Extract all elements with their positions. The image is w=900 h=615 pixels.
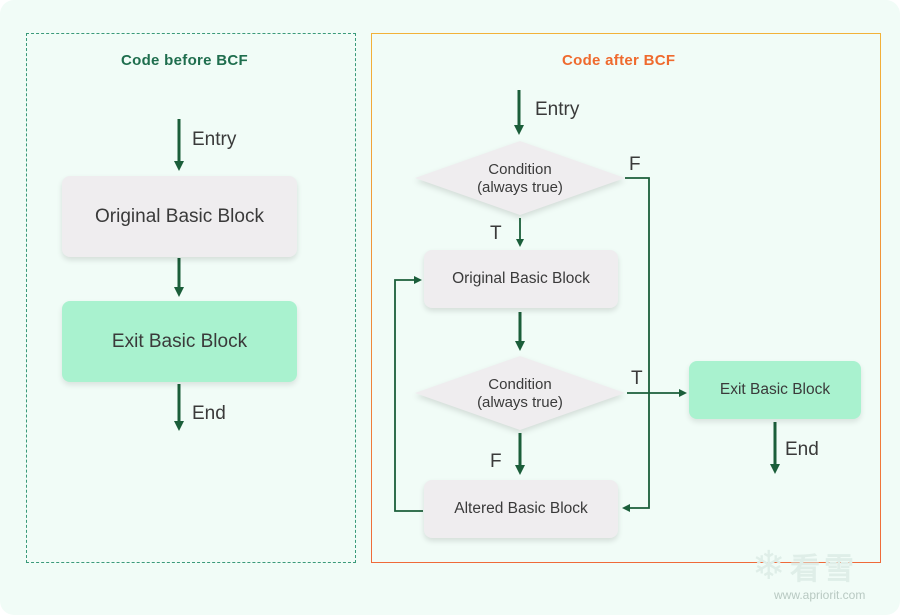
watermark: ❄ 看雪 www.apriorit.com <box>750 540 890 610</box>
condition-diamond-1 <box>415 141 625 215</box>
condition-diamond-2 <box>415 356 625 430</box>
watermark-text: 看雪 <box>790 553 858 586</box>
original-basic-block-right: Original Basic Block <box>424 250 618 308</box>
cond1-true-label: T <box>490 223 502 244</box>
condition-1-line2: (always true) <box>477 179 563 196</box>
condition-2-line2: (always true) <box>477 394 563 411</box>
altered-basic-block: Altered Basic Block <box>424 480 618 538</box>
arrow-cond1-false <box>622 177 650 512</box>
condition-1-line1: Condition <box>488 161 552 178</box>
exit-basic-block-left: Exit Basic Block <box>62 301 297 382</box>
condition-2-text: Condition (always true) <box>420 376 620 412</box>
snowflake-icon: ❄ <box>752 544 786 588</box>
cond2-false-label: F <box>490 451 502 472</box>
original-basic-block-left: Original Basic Block <box>62 176 297 257</box>
panel-title-after: Code after BCF <box>562 52 676 69</box>
panel-code-before <box>26 33 356 563</box>
entry-label-left: Entry <box>192 129 237 150</box>
condition-2-line1: Condition <box>488 376 552 393</box>
arrow-altered-loop-back <box>394 276 423 512</box>
condition-1-text: Condition (always true) <box>420 161 620 197</box>
panel-title-before: Code before BCF <box>121 52 249 69</box>
exit-basic-block-right: Exit Basic Block <box>689 361 861 419</box>
cond2-true-label: T <box>631 368 643 389</box>
end-label-left: End <box>192 403 226 424</box>
watermark-url: www.apriorit.com <box>774 588 866 602</box>
entry-label-right: Entry <box>535 99 580 120</box>
end-label-right: End <box>785 439 819 460</box>
cond1-false-label: F <box>629 154 641 175</box>
